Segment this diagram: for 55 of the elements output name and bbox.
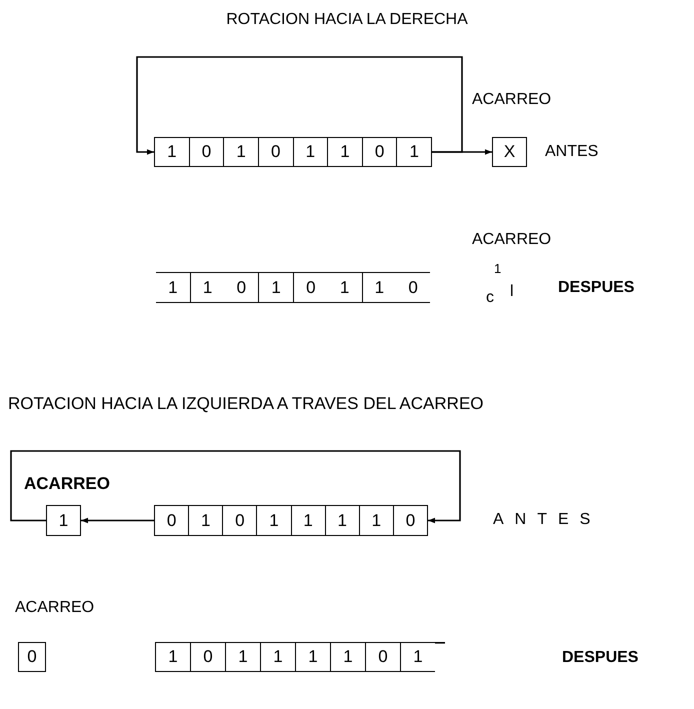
text-label: l (510, 284, 514, 300)
bit-digit: 1 (258, 273, 293, 302)
section-heading: ROTACION HACIA LA DERECHA (226, 12, 468, 28)
bit-digit: 1 (400, 643, 435, 671)
bit-digit: 0 (188, 138, 224, 166)
text-label: ACARREO (24, 475, 110, 492)
bit-digit: 1 (167, 276, 179, 298)
text-label: ACARREO (15, 600, 94, 616)
bit-digit: 0 (293, 273, 328, 302)
bit-digit: 1 (327, 138, 362, 166)
arrow (81, 518, 154, 524)
bit-digit: 0 (407, 276, 419, 298)
arrow (10, 450, 461, 524)
carry-bit-box: 0 (18, 642, 46, 672)
bit-digit: 1 (190, 273, 224, 302)
bit-digit: 1 (256, 506, 290, 535)
bit-digit: 1 (396, 138, 431, 166)
bit-digit: 1 (295, 643, 330, 671)
bit-digit: 0 (365, 643, 400, 671)
arrow (136, 56, 463, 155)
section-heading: ROTACION HACIA LA IZQUIERDA A TRAVES DEL ACARREO (8, 395, 484, 412)
text-label: c (486, 290, 494, 306)
bit-digit: 0 (392, 506, 427, 535)
bit-digit: 1 (292, 138, 328, 166)
bit-digit: 1 (225, 643, 260, 671)
text-label: ANTES (493, 512, 602, 528)
bit-digit: 0 (362, 138, 396, 166)
register-box (156, 272, 430, 303)
bit-digit: 0 (190, 643, 225, 671)
register-box (154, 505, 428, 536)
carry-bit-box: X (492, 137, 527, 167)
bit-digit: 1 (223, 138, 258, 166)
carry-bit-box: 1 (46, 505, 81, 536)
bit-digit: 1 (358, 506, 393, 535)
text-label: ANTES (545, 144, 598, 160)
text-label: DESPUES (562, 650, 638, 666)
bit-digit: 0 (166, 510, 178, 532)
bit-digit: 0 (236, 276, 248, 298)
bit-digit: 1 (338, 276, 350, 298)
bit-digit: 1 (330, 643, 365, 671)
text-label: ACARREO (472, 232, 552, 248)
bit-digit: 1 (166, 141, 178, 163)
bit-digit: 1 (324, 506, 359, 535)
carry-digit: 1 (494, 262, 502, 275)
bit-digit: 0 (222, 506, 256, 535)
bit-digit: 0 (258, 138, 292, 166)
bit-digit: 1 (260, 643, 295, 671)
bit-digit: 1 (362, 273, 396, 302)
register-box (154, 137, 432, 167)
bit-digit: 1 (188, 506, 222, 535)
bit-digit: 1 (167, 646, 179, 668)
bit-digit: 1 (290, 506, 325, 535)
text-label: DESPUES (558, 280, 634, 296)
text-label: ACARREO (472, 92, 552, 108)
register-box (155, 642, 435, 672)
